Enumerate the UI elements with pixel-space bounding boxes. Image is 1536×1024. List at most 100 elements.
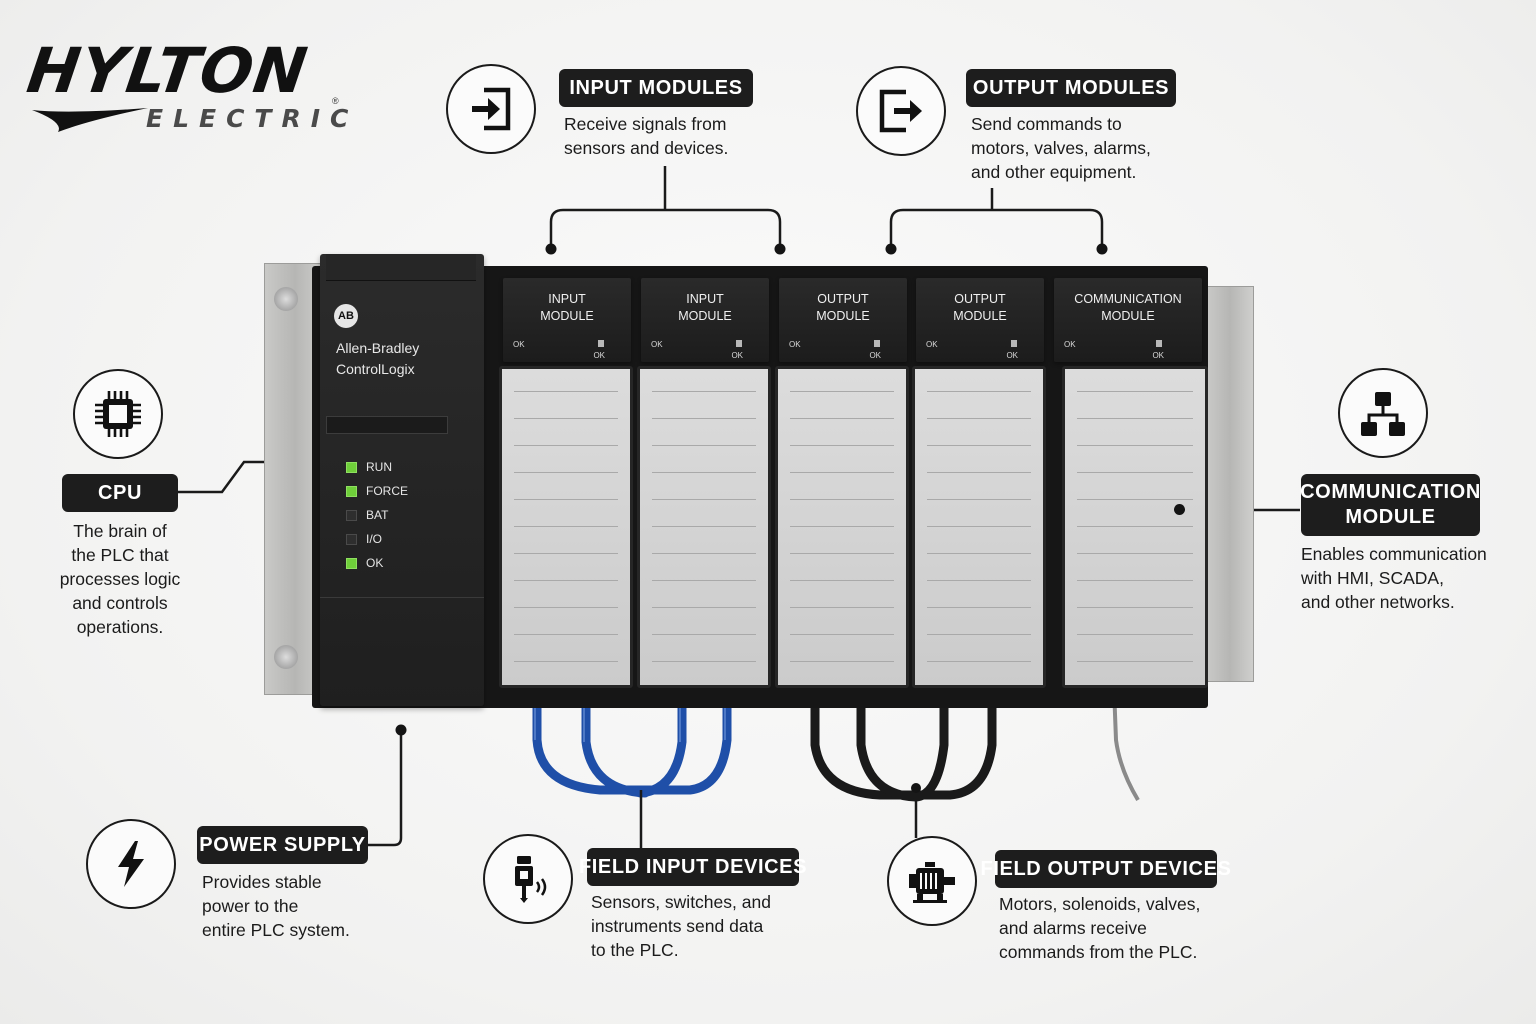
cpu-icon-circle [73,369,163,459]
door-label-line [927,607,1031,608]
field-output-icon-circle [887,836,977,926]
desc-line: instruments send data [591,916,764,936]
door-label-line [927,634,1031,635]
door-label-line [927,472,1031,473]
output-modules-label: OUTPUT MODULES [966,69,1176,107]
desc-line: to the PLC. [591,940,679,960]
output-modules-icon-circle [856,66,946,156]
module-header: INPUT MODULE OK OK [503,278,631,362]
logo-subtitle: ELECTRIC [146,104,359,133]
label-line: COMMUNICATION [1300,481,1481,503]
led-indicator [346,509,357,521]
module-title-line1: OUTPUT [954,292,1006,306]
door-label-line [514,499,618,500]
door-label-line [514,391,618,392]
input-modules-desc: Receive signals from sensors and devices… [564,112,728,160]
desc-line: power to the [202,896,299,916]
led-indicator [346,557,357,569]
door-label-line [514,445,618,446]
module-title-line2: MODULE [816,309,870,323]
door-label-line [927,553,1031,554]
module-title-line1: COMMUNICATION [1074,292,1182,306]
desc-line: and other networks. [1301,592,1455,612]
field-input-desc: Sensors, switches, and instruments send … [591,890,771,962]
mounting-rail-right [1206,286,1254,682]
door-label-line [927,445,1031,446]
field-output-label: FIELD OUTPUT DEVICES [981,850,1231,888]
module-title-line1: OUTPUT [817,292,869,306]
field-output-desc: Motors, solenoids, valves, and alarms re… [999,892,1200,964]
door-label-line [652,418,756,419]
module-title-line1: INPUT [686,292,724,306]
motor-icon [909,862,955,903]
door-label-line [514,526,618,527]
door-label-line [652,607,756,608]
led-row-force: FORCE [346,479,408,503]
ok-label-right: OK [1152,351,1164,360]
door-label-line [790,607,894,608]
module-door [912,366,1046,688]
led-row-io: I/O [346,527,408,551]
door-label-line [790,499,894,500]
input-cables [532,695,732,798]
led-row-run: RUN [346,455,408,479]
door-label-line [790,661,894,662]
desc-line: sensors and devices. [564,138,729,158]
communication-icon-circle [1338,368,1428,458]
door-label-line [514,553,618,554]
label-line: MODULE [1345,506,1436,528]
door-label-line [652,472,756,473]
led-indicator [346,485,357,497]
status-led [1011,340,1017,347]
module-title-line2: MODULE [540,309,594,323]
input-arrow-icon [472,87,511,131]
door-label-line [927,391,1031,392]
door-label-line [652,634,756,635]
module-title-line2: MODULE [953,309,1007,323]
desc-line: and other equipment. [971,162,1137,182]
door-label-line [514,634,618,635]
door-label-line [927,580,1031,581]
door-label-line [790,526,894,527]
desc-line: Enables communication [1301,544,1487,564]
output-arrow-icon [879,89,922,133]
desc-line: processes logic [59,569,181,589]
ok-label-left: OK [513,340,525,349]
cpu-brand-text: Allen-Bradley ControlLogix [336,338,419,380]
door-label-line [514,472,618,473]
door-label-line [1077,526,1193,527]
led-row-bat: BAT [346,503,408,527]
cpu-label: CPU [62,474,178,512]
door-label-line [514,418,618,419]
keyswitch-slot [326,416,448,434]
ok-label-right: OK [593,351,605,360]
door-label-line [1077,607,1193,608]
module-door [499,366,633,688]
led-row-ok: OK [346,551,408,575]
output-modules-desc: Send commands to motors, valves, alarms,… [971,112,1151,184]
module-title-line1: INPUT [548,292,586,306]
led-indicator [346,461,357,473]
microchip-icon [95,391,141,437]
desc-line: The brain of [73,521,167,541]
door-label-line [514,661,618,662]
desc-line: Send commands to [971,114,1122,134]
lightning-bolt-icon [118,841,144,887]
led-label: FORCE [366,484,408,498]
sensor-icon [515,856,547,903]
desc-line: operations. [76,617,164,637]
desc-line: and controls [72,593,168,613]
status-led [874,340,880,347]
desc-line: Receive signals from [564,114,727,134]
module-title-line2: MODULE [678,309,732,323]
desc-line: and alarms receive [999,918,1147,938]
door-label-line [927,526,1031,527]
cpu-desc: The brain of the PLC that processes logi… [30,519,210,639]
power-supply-desc: Provides stable power to the entire PLC … [202,870,350,942]
status-led [598,340,604,347]
desc-line: Sensors, switches, and [591,892,771,912]
door-label-line [1077,499,1193,500]
door-label-line [790,445,894,446]
